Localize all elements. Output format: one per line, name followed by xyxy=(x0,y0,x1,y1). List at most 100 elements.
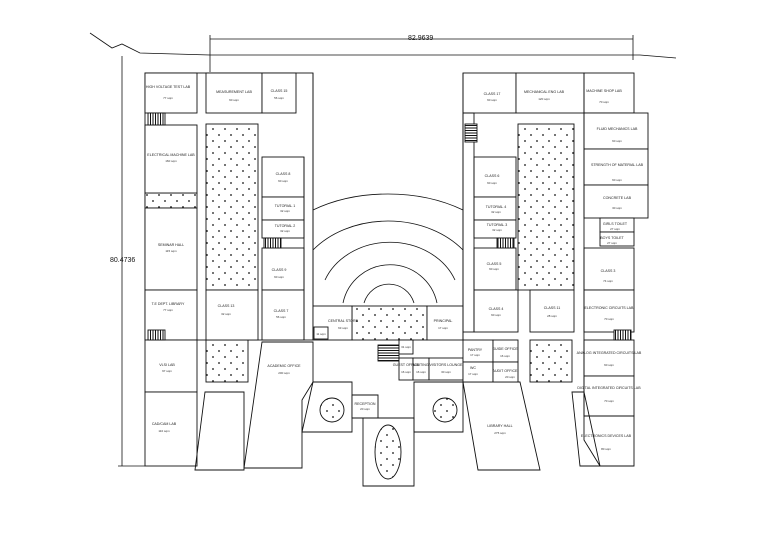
area-concrete-lab: 30 sqm xyxy=(612,206,622,210)
area-principal: 17 sqm xyxy=(438,326,448,330)
area-vlsi-lab: 97 sqm xyxy=(162,369,172,373)
room-class-5 xyxy=(473,247,517,291)
stair-right-inner xyxy=(496,237,515,249)
width-dimension: 82.9639 xyxy=(408,35,433,42)
area-pantry: 17 sqm xyxy=(470,353,480,357)
stair-right-bottom xyxy=(613,329,632,341)
label-cad-cam-lab: CAD/CAM LAB xyxy=(152,422,177,426)
room-principal xyxy=(426,305,464,341)
room-class-top-left xyxy=(261,72,297,114)
area-dept-library: 77 sqm xyxy=(163,308,173,312)
area-class-7: 56 sqm xyxy=(276,315,286,319)
room-electronic-circuits-lab xyxy=(583,289,635,333)
area-reception: 20 sqm xyxy=(360,407,370,411)
room-visitors-lounge xyxy=(428,357,464,381)
area-analog-ic-lab: 60 sqm xyxy=(604,363,614,367)
label-strength-lab: STRENGTH OF MATERIAL LAB xyxy=(591,163,644,167)
area-tutorial-2: 32 sqm xyxy=(280,229,290,233)
label-class-6: CLASS 6 xyxy=(485,174,500,178)
stair-left-bottom xyxy=(147,329,166,341)
area-class-17: 60 sqm xyxy=(487,98,497,102)
room-machine-shop xyxy=(583,72,635,114)
area-tutorial-4: 32 sqm xyxy=(491,210,501,214)
label-waiting: WAITING xyxy=(413,363,428,367)
label-fluid-mech-lab: FLUID MECHANICS LAB xyxy=(597,127,638,131)
area-tutorial-3: 32 sqm xyxy=(492,228,502,232)
room-boys-toilet xyxy=(599,231,635,247)
room-digital-ic-lab xyxy=(583,375,635,417)
label-class-5: CLASS 5 xyxy=(487,262,502,266)
left-strip-courtyard xyxy=(144,192,198,209)
left-courtyard xyxy=(205,123,259,291)
label-concrete-lab: CONCRETE LAB xyxy=(603,196,632,200)
label-class-7: CLASS 7 xyxy=(274,309,289,313)
label-class-3: CLASS 3 xyxy=(601,269,616,273)
label-visitors-lounge: VISITORS LOUNGE xyxy=(430,363,463,367)
room-seminar-hall xyxy=(144,207,198,291)
label-audit-office: AUDIT OFFICE xyxy=(493,369,518,373)
area-waiting: 16 sqm xyxy=(416,370,426,374)
label-tutorial-2: TUTORIAL 2 xyxy=(275,224,296,228)
room-electrical-lab xyxy=(144,124,198,194)
area-class-13: 32 sqm xyxy=(221,312,231,316)
room-analog-ic-lab xyxy=(583,339,635,377)
label-reception: RECEPTION xyxy=(355,402,376,406)
room-class-9 xyxy=(261,247,305,291)
left-lower-passage xyxy=(194,391,245,471)
label-academic-office: ACADEMIC OFFICE xyxy=(267,364,301,368)
label-toilet-mid: WC xyxy=(470,366,476,370)
area-class-3: 74 sqm xyxy=(603,279,613,283)
label-class-9: CLASS 9 xyxy=(272,268,287,272)
central-plaza-arcs xyxy=(312,193,464,304)
label-central-store: CENTRAL STORE xyxy=(328,319,359,323)
label-principal: PRINCIPAL xyxy=(434,319,453,323)
room-concrete-lab xyxy=(583,184,649,219)
room-class-13 xyxy=(205,289,259,341)
label-boys-toilet: BOYS TOILET xyxy=(600,236,624,240)
stair-left-top xyxy=(147,112,166,126)
right-small-courtyard xyxy=(529,339,573,383)
label-electrical-lab: ELECTRICAL MACHINE LAB xyxy=(147,153,195,157)
label-machine-shop: MACHINE SHOP LAB xyxy=(586,89,622,93)
label-electronic-circuits-lab: ELECTRONIC CIRCUITS LAB xyxy=(585,306,635,310)
room-audit-office xyxy=(492,361,519,383)
label-vlsi-lab: VLSI LAB xyxy=(159,363,175,367)
area-strength-lab: 60 sqm xyxy=(612,178,622,182)
label-class-13: CLASS 13 xyxy=(218,304,235,308)
area-class-9: 60 sqm xyxy=(274,275,284,279)
room-hv-lab xyxy=(144,72,198,114)
area-hv-lab: 77 sqm xyxy=(163,96,173,100)
label-class-17: CLASS 17 xyxy=(484,92,501,96)
label-mech-eng-lab: MECHANICAL ENG LAB xyxy=(524,90,565,94)
area-electronics-devices-lab: 80 sqm xyxy=(601,447,611,451)
area-measurement-lab: 60 sqm xyxy=(229,98,239,102)
area-visitors-lounge: 30 sqm xyxy=(441,370,451,374)
area-seminar-hall: 115 sqm xyxy=(165,249,177,253)
label-tutorial-4: TUTORIAL 4 xyxy=(486,205,507,209)
central-garden xyxy=(351,305,428,341)
label-measurement-lab: MEASUREMENT LAB xyxy=(216,90,252,94)
area-class-4: 60 sqm xyxy=(491,313,501,317)
site-boundary-line xyxy=(89,32,677,59)
label-analog-ic-lab: ANALOG INTEGRATED CIRCUITS LAB xyxy=(577,351,642,355)
right-wing-walls xyxy=(462,73,585,416)
right-courtyard xyxy=(517,123,575,291)
room-class-17 xyxy=(462,72,517,114)
label-digital-ic-lab: DIGITAL INTEGRATED CIRCUITS LAB xyxy=(577,386,641,390)
area-toilet-mid: 17 sqm xyxy=(468,372,478,376)
area-tutorial-1: 32 sqm xyxy=(280,209,290,213)
room-vlsi-lab xyxy=(144,339,198,393)
left-planter xyxy=(319,397,345,423)
room-electronics-devices-lab xyxy=(583,415,635,467)
left-small-courtyard xyxy=(205,339,249,383)
left-lower-plaza xyxy=(301,381,353,433)
area-guest-office: 16 sqm xyxy=(401,370,411,374)
label-seminar-hall: SEMINAR HALL xyxy=(158,243,184,247)
area-audit-office: 20 sqm xyxy=(505,375,515,379)
right-planter xyxy=(432,397,458,423)
area-dean: 31 sqm xyxy=(401,345,411,349)
room-class-11 xyxy=(529,289,575,333)
label-tutorial-3: TUTORIAL 3 xyxy=(487,223,508,227)
area-electrical-lab: 160 sqm xyxy=(165,159,177,163)
